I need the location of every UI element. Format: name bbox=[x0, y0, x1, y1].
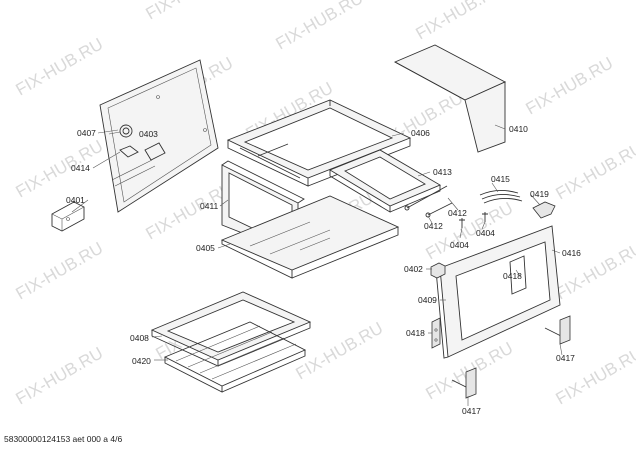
label-0420: 0420 bbox=[132, 356, 151, 366]
watermark: FIX-HUB.RU bbox=[523, 53, 617, 118]
label-0407: 0407 bbox=[77, 128, 96, 138]
label-0409: 0409 bbox=[418, 295, 437, 305]
label-0417: 0417 bbox=[462, 406, 481, 416]
watermark: FIX-HUB.RU bbox=[413, 0, 507, 43]
label-0404: 0404 bbox=[476, 228, 495, 238]
part-oven-door bbox=[435, 225, 561, 359]
part-oven-tray bbox=[150, 291, 312, 367]
label-0406: 0406 bbox=[411, 128, 430, 138]
part-labels: 0407 0403 0414 0401 0411 0405 0406 0410 … bbox=[66, 124, 581, 416]
label-0416: 0416 bbox=[562, 248, 581, 258]
watermark: FIX-HUB.RU bbox=[13, 343, 107, 408]
watermark: FIX-HUB.RU bbox=[293, 318, 387, 383]
part-base-panel bbox=[220, 195, 400, 279]
part-screws-0404 bbox=[459, 212, 488, 228]
label-0415: 0415 bbox=[491, 174, 510, 184]
label-0414: 0414 bbox=[71, 163, 90, 173]
watermark: FIX-HUB.RU bbox=[13, 34, 107, 99]
label-0403: 0403 bbox=[139, 129, 158, 139]
watermark: FIX-HUB.RU bbox=[273, 0, 367, 53]
label-0411: 0411 bbox=[200, 201, 219, 211]
part-rods-0412 bbox=[404, 185, 453, 218]
document-code: 58300000124153 aet 000 a 4/6 bbox=[4, 434, 122, 444]
part-clip-0419 bbox=[532, 201, 556, 219]
label-0412: 0412 bbox=[448, 208, 467, 218]
label-0417: 0417 bbox=[556, 353, 575, 363]
watermark: FIX-HUB.RU bbox=[553, 138, 636, 203]
watermark: FIX-HUB.RU bbox=[13, 238, 107, 303]
part-top-cover bbox=[393, 44, 507, 153]
watermark: FIX-HUB.RU bbox=[143, 0, 237, 23]
part-hinge-bottom bbox=[451, 367, 477, 399]
label-0401: 0401 bbox=[66, 195, 85, 205]
part-bracket-0401 bbox=[51, 201, 85, 232]
label-0412: 0412 bbox=[424, 221, 443, 231]
label-0408: 0408 bbox=[130, 333, 149, 343]
part-hinge-receiver-left bbox=[431, 317, 441, 349]
label-0419: 0419 bbox=[530, 189, 549, 199]
part-bottom-tray bbox=[328, 149, 442, 213]
label-0418: 0418 bbox=[406, 328, 425, 338]
label-0418: 0418 bbox=[503, 271, 522, 281]
label-0404: 0404 bbox=[450, 240, 469, 250]
part-catch-0402 bbox=[430, 262, 446, 279]
part-back-panel bbox=[99, 59, 219, 213]
label-0410: 0410 bbox=[509, 124, 528, 134]
label-0402: 0402 bbox=[404, 264, 423, 274]
leader-lines bbox=[71, 124, 563, 406]
watermark: FIX-HUB.RU bbox=[13, 136, 107, 201]
label-0405: 0405 bbox=[196, 243, 215, 253]
part-hinge-right bbox=[544, 315, 571, 345]
part-cables-0415 bbox=[479, 190, 523, 204]
label-0413: 0413 bbox=[433, 167, 452, 177]
